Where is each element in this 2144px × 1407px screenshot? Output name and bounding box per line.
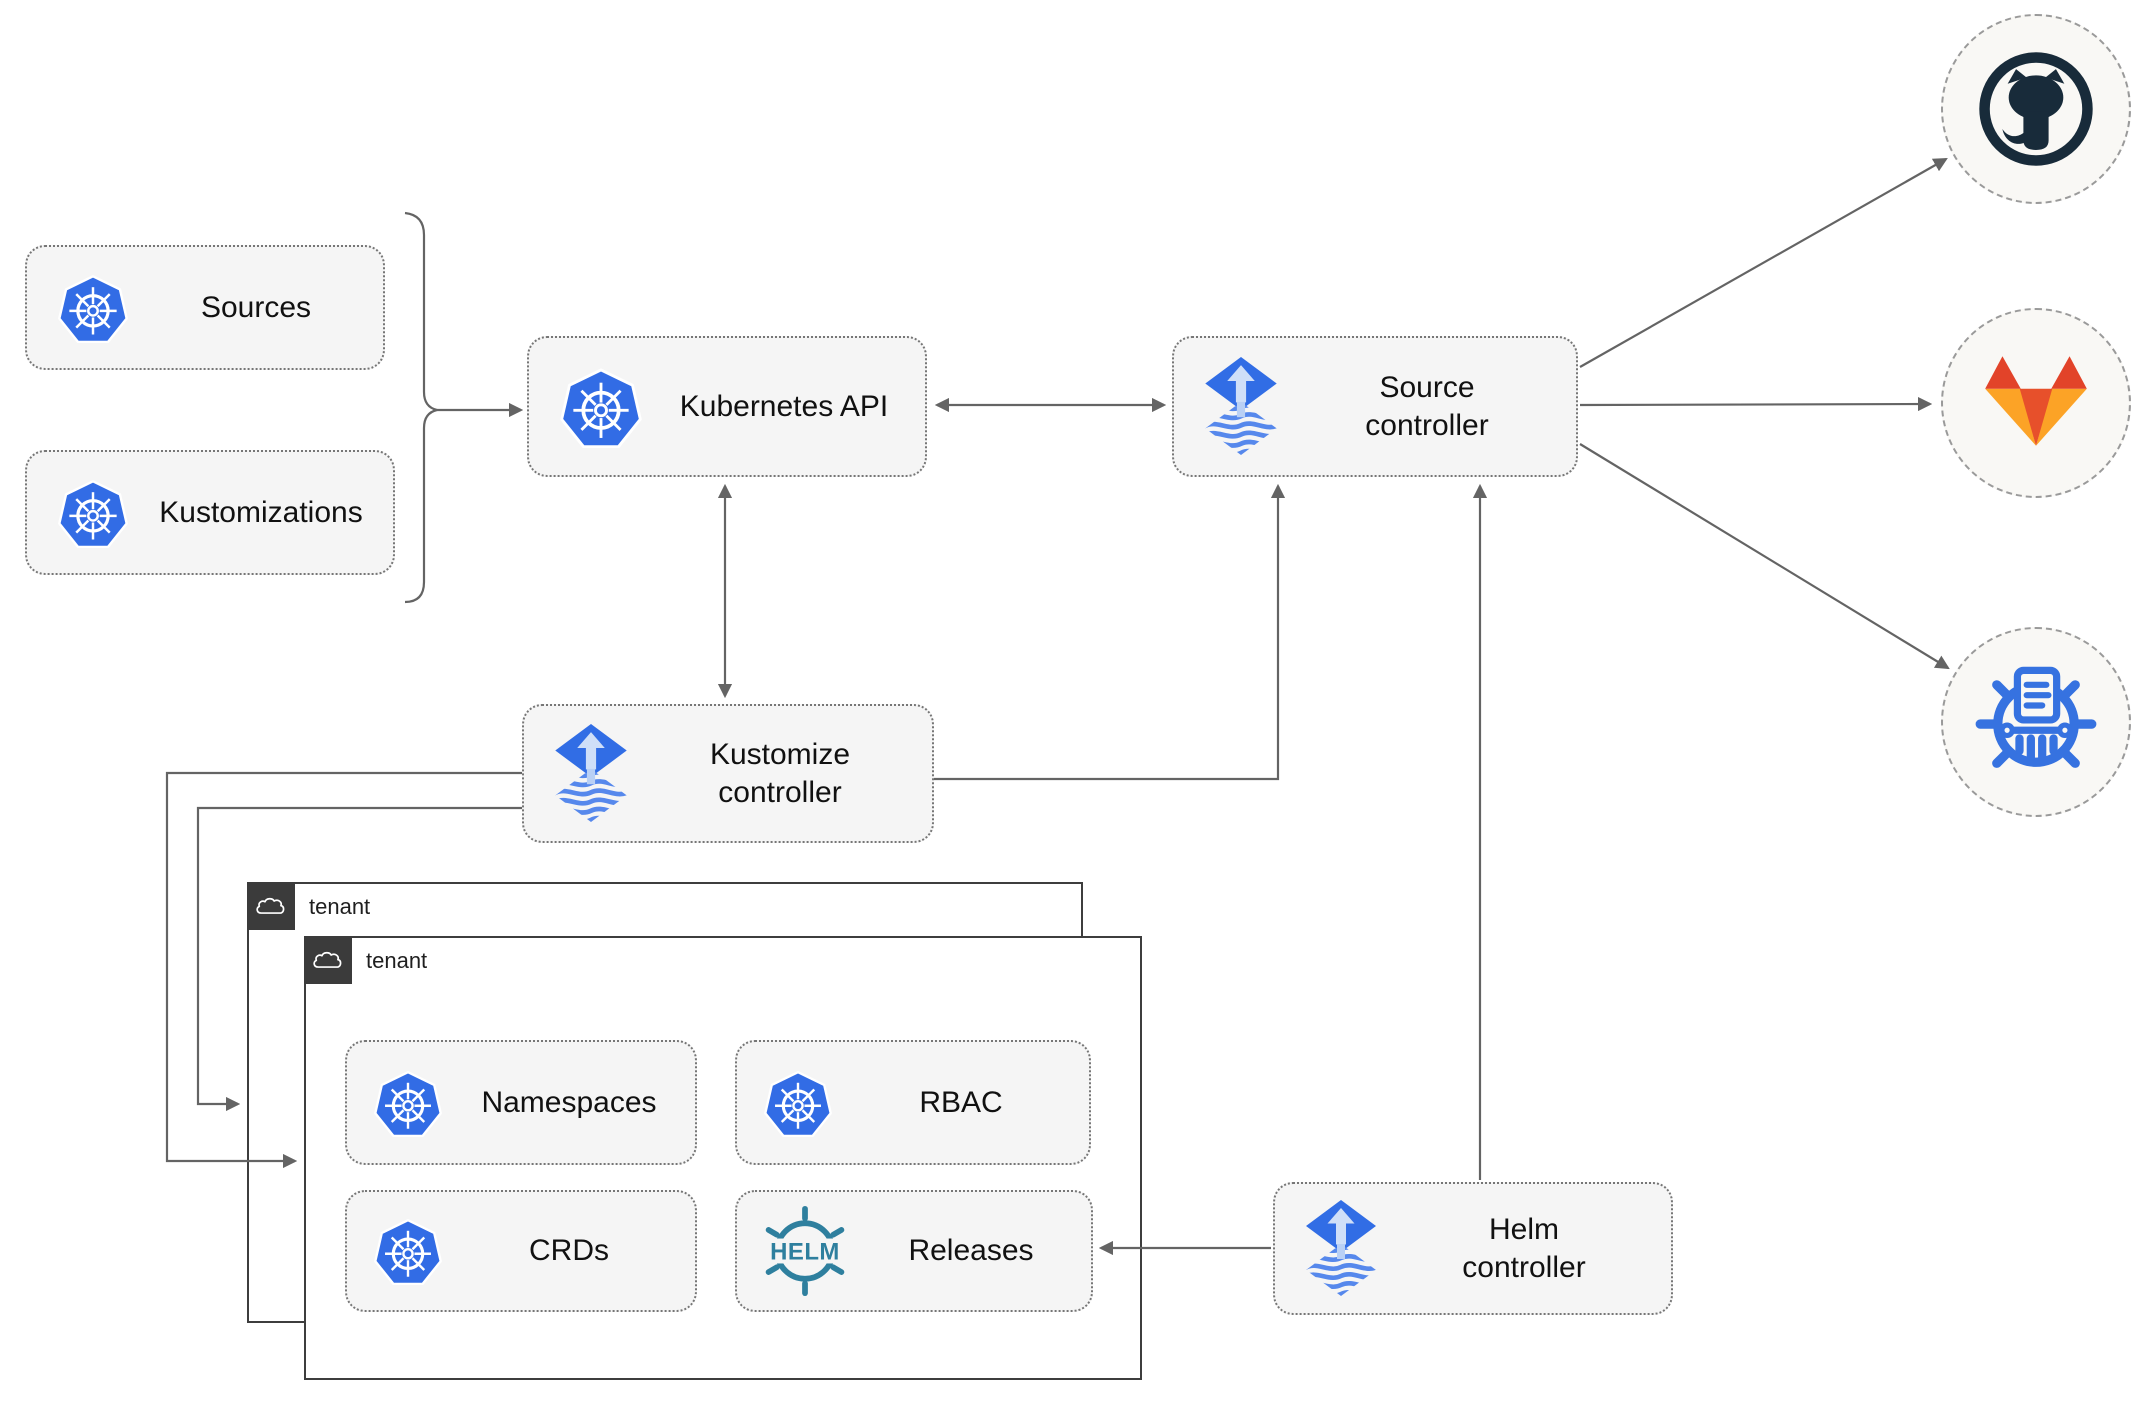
node-label: Source controller [1365, 371, 1489, 442]
edge-kustomize-to-source-controller [934, 483, 1286, 781]
node-label: CRDs [529, 1234, 609, 1268]
tenant-header [247, 882, 295, 930]
tenant-header [304, 936, 352, 984]
node-kustomizations: Kustomizations [25, 450, 395, 575]
node-label: RBAC [919, 1085, 1003, 1119]
tenant-label: tenant [309, 894, 371, 919]
node-helm-controller: Helm controller [1273, 1182, 1673, 1315]
kubernetes-icon [57, 478, 129, 548]
node-label: Kustomize controller [709, 738, 851, 809]
node-crds: CRDs [345, 1190, 697, 1312]
chart-museum-icon [1975, 666, 2097, 768]
node-releases: HELM Releases [735, 1190, 1093, 1312]
node-helm-repository [1941, 627, 2131, 817]
node-sources: Sources [25, 245, 385, 370]
helm-icon: HELM [759, 1205, 851, 1297]
edge-source-to-github [1579, 157, 1948, 368]
cloud-icon [256, 897, 285, 914]
kubernetes-icon [57, 273, 129, 343]
node-gitlab [1941, 308, 2131, 498]
node-github [1941, 14, 2131, 204]
edge-crs-brace [404, 211, 438, 604]
github-icon [1979, 52, 2093, 166]
node-label: Kubernetes API [679, 389, 889, 423]
node-kustomize-controller: Kustomize controller [522, 704, 934, 843]
tenant-label: tenant [366, 948, 428, 973]
node-kubernetes-api: Kubernetes API [527, 336, 927, 477]
kubernetes-icon [559, 366, 643, 448]
node-source-controller: Source controller [1172, 336, 1578, 477]
kubernetes-icon [373, 1217, 443, 1285]
node-label: Kustomizations [159, 495, 363, 529]
gitlab-icon [1985, 356, 2087, 446]
cloud-icon [313, 951, 342, 968]
helm-logo-text: HELM [770, 1239, 840, 1266]
kubernetes-icon [373, 1069, 443, 1137]
edge-source-to-gitlab [1579, 396, 1933, 412]
node-label: Releases [908, 1234, 1034, 1268]
edge-source-to-helm-repository [1579, 443, 1950, 670]
node-label: Namespaces [481, 1085, 657, 1119]
flux-icon [554, 723, 628, 824]
node-label: Sources [200, 290, 312, 324]
node-rbac: RBAC [735, 1040, 1091, 1165]
flux-icon [1305, 1199, 1377, 1298]
node-label: Helm controller [1462, 1213, 1586, 1284]
node-namespaces: Namespaces [345, 1040, 697, 1165]
kubernetes-icon [763, 1069, 833, 1137]
flux-icon [1204, 356, 1278, 457]
